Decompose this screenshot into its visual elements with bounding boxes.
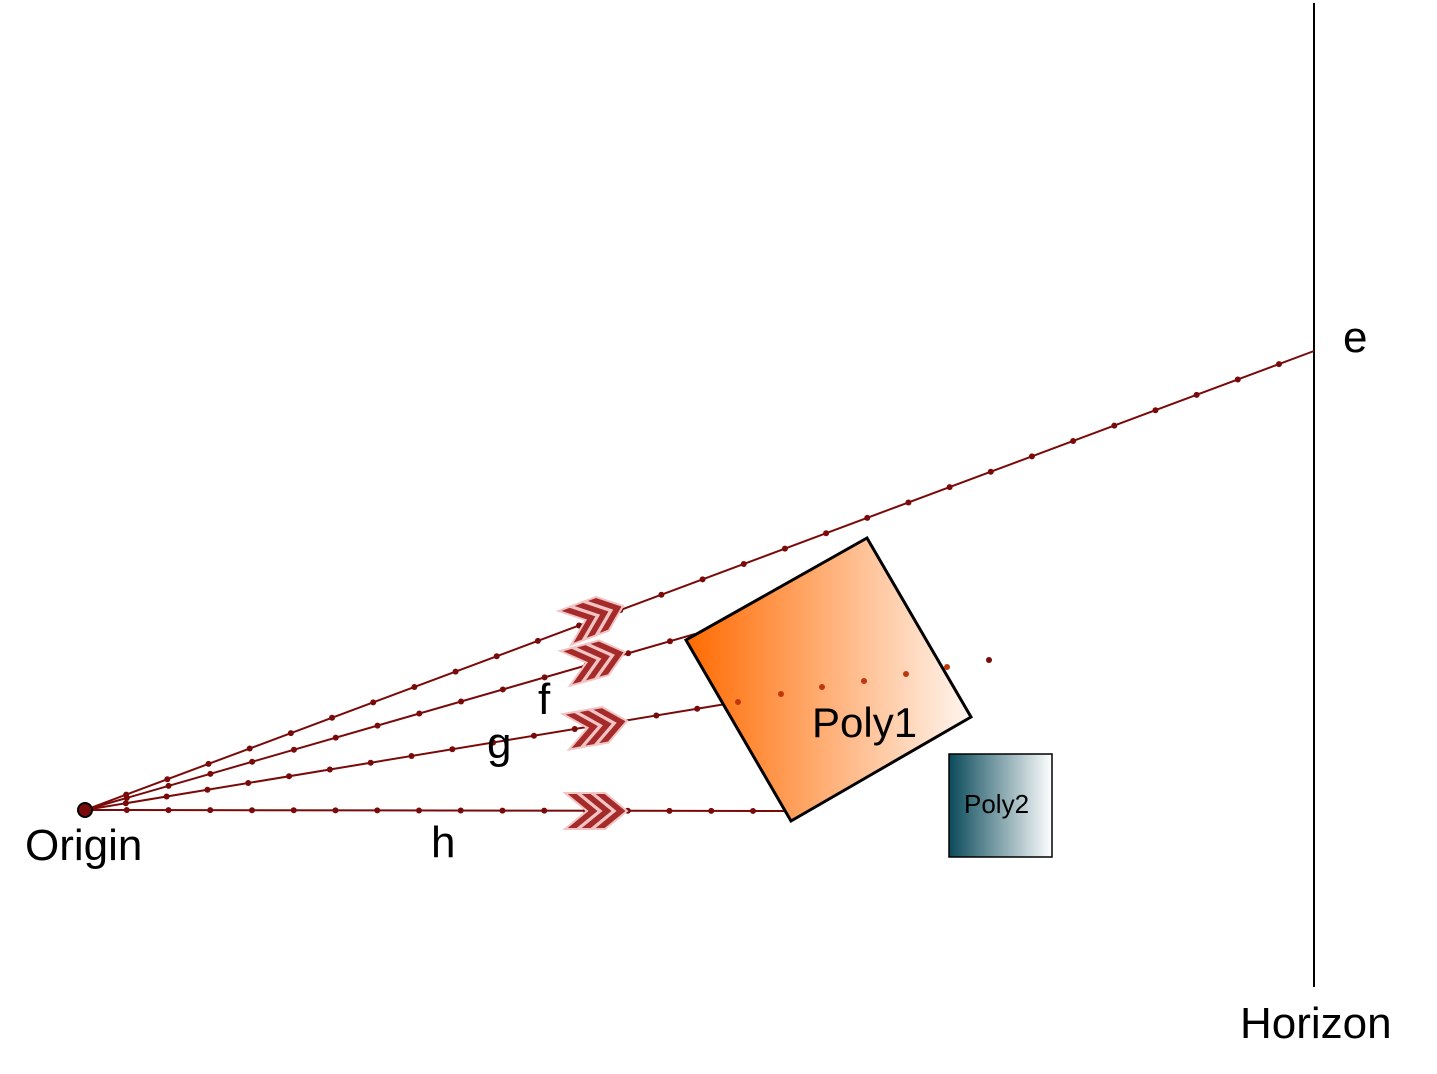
ray-e-dot [1275, 361, 1282, 368]
ray-e-line [84, 350, 1315, 811]
ray-group [84, 350, 1315, 814]
ray-e-dot [658, 591, 665, 598]
poly2-label: Poly2 [964, 789, 1029, 819]
origin-point[interactable] [77, 802, 93, 818]
ray-e-dot [287, 730, 294, 737]
ray-e-dot [164, 776, 171, 783]
ray-h-label: h [431, 818, 455, 867]
ray-h-dot [457, 807, 464, 814]
poly1-label: Poly1 [812, 699, 917, 746]
ray-h-dot [207, 807, 214, 814]
ray-e-dot [905, 499, 912, 506]
ray-h-dot [248, 807, 255, 814]
ray-h-dot [541, 807, 548, 814]
ray-f-dot [207, 770, 214, 777]
ray-e-label: e [1343, 313, 1367, 362]
ray-e-dot [411, 683, 418, 690]
ray-e-dot [370, 699, 377, 706]
ray-e-dot [1193, 391, 1200, 398]
ray-e-dot [1234, 376, 1241, 383]
ray-e-dot [246, 745, 253, 752]
ray-h-dot [165, 807, 172, 814]
ray-e-dot [823, 530, 830, 537]
ray-f-dot [165, 782, 172, 789]
ray-g-dot [530, 732, 537, 739]
ray-e-dot [452, 668, 459, 675]
ray-g-dot [326, 766, 333, 773]
ray-f-dot [625, 650, 632, 657]
ray-f-dot [666, 638, 673, 645]
ray-g-label: g [487, 719, 511, 768]
ray-e-dot [1152, 407, 1159, 414]
ray-f-dot [541, 674, 548, 681]
ray-f-dot [290, 746, 297, 753]
ray-g-dot [490, 739, 497, 746]
poly2-shape[interactable] [948, 753, 1053, 858]
ray-e-dot [1070, 437, 1077, 444]
ray-g-dot [122, 800, 129, 807]
ray-g-dot [245, 780, 252, 786]
ray-e-dot [864, 514, 871, 521]
poly1-overlay-dot [944, 664, 950, 670]
ray-h-dot [332, 807, 339, 814]
ray-h-dot [374, 807, 381, 814]
ray-e-dot [1111, 422, 1118, 429]
poly1-overlay-dot [861, 678, 867, 684]
ray-h-arrow [562, 792, 629, 830]
ray-f-dot [123, 794, 130, 801]
ray-g-dot [571, 726, 578, 732]
arrow-marker-group [555, 595, 629, 830]
ray-g-dot [653, 712, 660, 719]
ray-f-dot [499, 686, 506, 693]
poly1-overlay-dot [819, 684, 825, 690]
ray-f-label: f [538, 675, 551, 724]
ray-e-arrow [555, 595, 625, 647]
ray-g-dot [367, 759, 374, 766]
ray-h-dot [290, 807, 297, 814]
ray-h-line [84, 809, 796, 812]
ray-e-dot [987, 468, 994, 475]
ray-f-dot [458, 698, 465, 705]
poly1-overlay-dot [778, 691, 784, 697]
ray-e-dot [740, 560, 747, 567]
poly1-overlay-dot [735, 699, 741, 705]
ray-h-dot [499, 807, 506, 814]
ray-h-dot [666, 807, 673, 814]
ray-f-dot [332, 734, 339, 741]
ray-e-dot [493, 653, 500, 660]
ray-g-dot [163, 793, 170, 800]
poly1-shape[interactable] [683, 535, 974, 824]
ray-f-dot [374, 722, 381, 729]
ray-e-dot [1028, 453, 1035, 460]
ray-g-dot [204, 786, 211, 793]
ray-f-dot [249, 758, 256, 765]
ray-f-arrow [557, 639, 627, 688]
ray-g-dot [694, 705, 701, 712]
ray-e-dot [781, 545, 788, 552]
ray-g-dot [286, 773, 293, 780]
ray-f-dot [416, 710, 423, 717]
ray-e-dot [205, 760, 212, 767]
ray-e-dot [699, 576, 706, 583]
ray-h-dot [123, 807, 130, 814]
ray-e-dot [534, 637, 541, 644]
ray-e-dot [946, 484, 953, 491]
dots-over-poly1 [735, 657, 992, 705]
ray-h-dot [708, 807, 715, 814]
horizon-label: Horizon [1240, 999, 1392, 1048]
ray-g-arrow [559, 706, 629, 751]
ray-e-dot [329, 714, 336, 721]
ray-g-dot [449, 746, 456, 753]
origin-label: Origin [25, 821, 142, 870]
ray-g-dot [408, 753, 415, 759]
ray-h-dot [749, 807, 756, 814]
ray-h-dot [415, 807, 422, 814]
poly1-overlay-dot [986, 657, 992, 663]
poly1-overlay-dot [903, 671, 909, 677]
